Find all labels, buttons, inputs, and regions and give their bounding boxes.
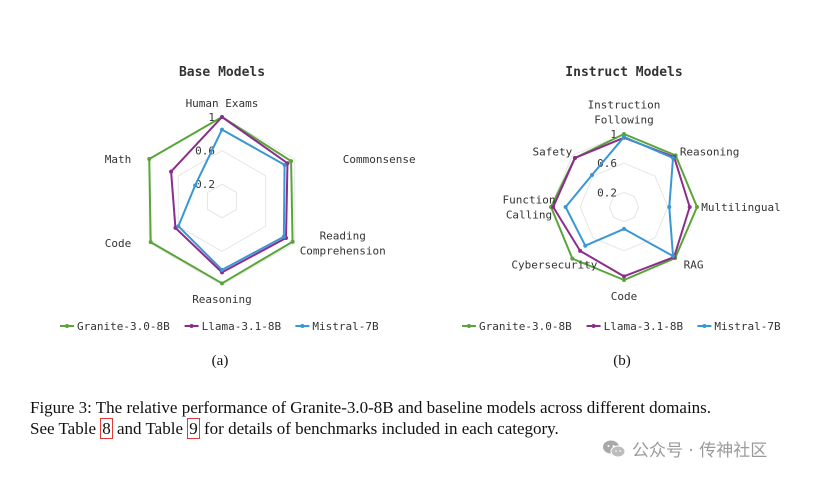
legend-marker: [702, 324, 707, 328]
data-point: [176, 224, 181, 229]
legend-marker: [591, 324, 596, 328]
data-point: [622, 134, 626, 139]
data-point: [671, 254, 676, 259]
data-point: [169, 169, 174, 174]
data-point: [622, 132, 626, 136]
data-point: [687, 205, 692, 209]
legend-marker: [300, 324, 305, 328]
data-point: [220, 281, 224, 286]
axis-label: Human Exams: [186, 97, 259, 110]
axis-label: Multilingual: [701, 201, 780, 214]
data-point: [578, 248, 583, 253]
wechat-icon: [603, 440, 626, 457]
data-point: [695, 205, 699, 209]
grid-ring: [608, 191, 640, 223]
data-point: [563, 205, 568, 209]
data-point: [220, 115, 224, 119]
axis-label: RAG: [684, 259, 704, 272]
tick-label: 0.2: [597, 186, 617, 199]
data-point: [622, 278, 626, 282]
legend-marker: [189, 324, 194, 328]
data-point: [667, 205, 672, 209]
legend-entry: Llama-3.1-8B: [604, 320, 684, 333]
data-point: [193, 183, 198, 188]
data-point: [583, 243, 588, 248]
grid-ring: [177, 150, 267, 252]
caption-text-b: and Table: [112, 419, 188, 438]
subfigure-label: (a): [212, 353, 229, 369]
subfigure-label: (b): [613, 353, 631, 369]
legend-entry: Granite-3.0-8B: [77, 320, 170, 333]
legend-entry: Granite-3.0-8B: [479, 320, 572, 333]
legend-entry: Mistral-7B: [312, 320, 379, 333]
data-point: [622, 226, 626, 231]
tick-label: 1: [610, 128, 617, 141]
data-point: [572, 155, 577, 160]
data-point: [671, 155, 676, 160]
grid-ring: [206, 183, 238, 219]
caption-line-2: See Table 8 and Table 9 for details of b…: [30, 418, 830, 439]
data-point: [173, 225, 178, 230]
axis-label: Safety: [533, 145, 573, 158]
data-point: [290, 239, 295, 244]
caption-text-c: for details of benchmarks included in ea…: [199, 419, 559, 438]
chart-title: Instruct Models: [565, 65, 682, 80]
watermark-text: 公众号 · 传神社区: [632, 441, 768, 461]
data-point: [281, 234, 286, 239]
tick-label: 0.2: [195, 178, 215, 191]
chart-title: Base Models: [179, 65, 265, 80]
data-point: [622, 274, 626, 279]
axis-label: Reasoning: [192, 293, 252, 306]
data-point: [589, 172, 594, 177]
data-point: [285, 161, 290, 166]
caption-line-1: Figure 3: The relative performance of Gr…: [30, 398, 712, 417]
figure-caption: Figure 3: The relative performance of Gr…: [30, 397, 830, 439]
data-point: [147, 157, 152, 161]
legend-marker: [467, 324, 471, 328]
data-point: [282, 162, 287, 167]
axis-label: Cybersecurity: [511, 259, 597, 272]
legend-entry: Llama-3.1-8B: [202, 320, 282, 333]
data-point: [148, 240, 153, 245]
data-point: [570, 256, 575, 261]
watermark: 公众号 · 传神社区: [602, 436, 767, 461]
axis-label: Commonsense: [343, 153, 416, 166]
grid-ring: [148, 116, 296, 286]
series-line-granite-3-0-8b: [148, 116, 294, 285]
axis-label: Code: [105, 237, 132, 250]
data-point: [220, 267, 224, 272]
data-point: [289, 159, 294, 164]
table-9-link[interactable]: 9: [187, 418, 200, 439]
axis-label: Math: [105, 153, 132, 166]
tick-label: 1: [208, 111, 215, 124]
axis-label: Reasoning: [680, 145, 740, 158]
data-point: [220, 127, 224, 132]
series-line-llama-3-1-8b: [170, 116, 289, 274]
legend-entry: Mistral-7B: [714, 320, 781, 333]
legend-marker: [65, 324, 69, 328]
caption-text-a: See Table: [30, 419, 101, 438]
grid-ring: [579, 162, 669, 252]
data-point: [551, 205, 556, 209]
tick-label: 0.6: [597, 157, 617, 170]
table-8-link[interactable]: 8: [100, 418, 113, 439]
axis-label: Code: [611, 290, 638, 303]
